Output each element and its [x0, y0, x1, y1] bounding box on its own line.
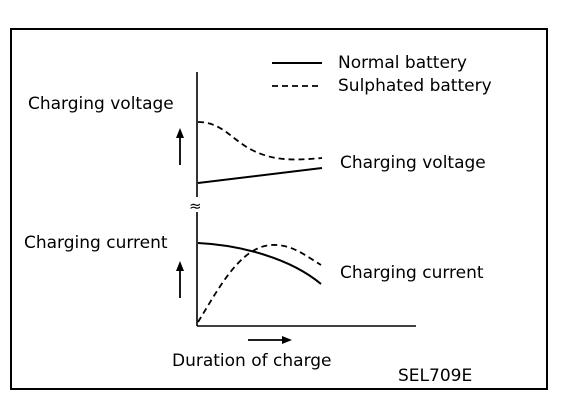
voltage-sulphated-curve	[197, 121, 323, 161]
legend-sulphated-label: Sulphated battery	[338, 76, 492, 96]
axis-break-symbol: ≈	[189, 197, 202, 215]
figure-code: SEL709E	[398, 366, 472, 386]
current-axis-label: Charging current	[24, 233, 168, 253]
current-normal-curve	[197, 242, 322, 285]
voltage-normal-curve	[197, 167, 323, 184]
x-axis-label: Duration of charge	[172, 351, 332, 371]
current-curve-label: Charging current	[340, 263, 484, 283]
legend-normal-label: Normal battery	[338, 53, 467, 73]
current-sulphated-curve	[197, 244, 322, 323]
voltage-curve-label: Charging voltage	[340, 153, 486, 173]
duration-arrow	[248, 336, 292, 344]
current-up-arrow	[176, 261, 184, 298]
voltage-axis-label: Charging voltage	[28, 94, 174, 114]
voltage-up-arrow	[176, 128, 184, 165]
diagram-frame	[10, 28, 548, 390]
